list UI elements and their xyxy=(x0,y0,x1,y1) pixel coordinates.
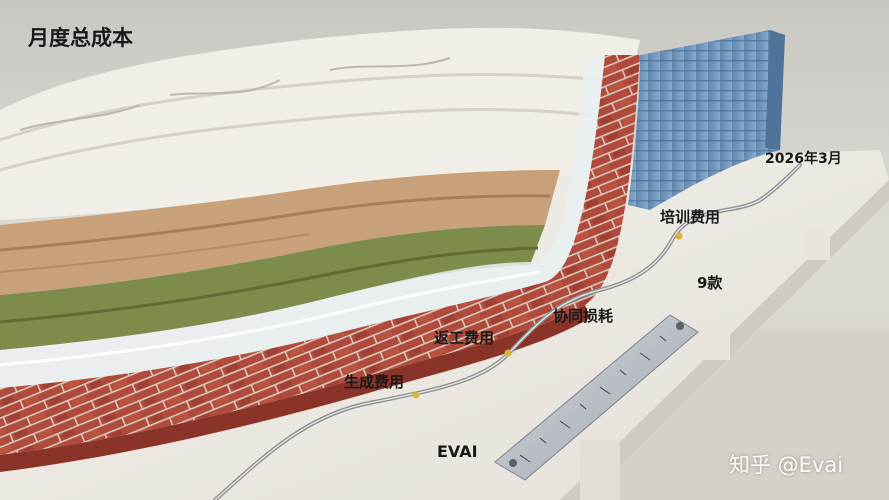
acrylic-layer xyxy=(0,55,605,388)
sand-stratum xyxy=(0,194,551,252)
label-training-cost: 培训费用 xyxy=(660,208,721,226)
brick-wall-shadow xyxy=(0,305,590,472)
label-rework-cost: 返工费用 xyxy=(434,329,495,347)
label-model-count: 9款 xyxy=(697,274,723,292)
paper-fold xyxy=(0,73,601,142)
board-support xyxy=(700,320,730,360)
sand-stratum xyxy=(0,233,311,273)
blue-block xyxy=(628,30,785,210)
label-brand: EVAI xyxy=(437,442,478,461)
acrylic-highlight xyxy=(0,270,541,367)
label-date: 2026年3月 xyxy=(765,151,842,167)
moss-stratum xyxy=(0,246,539,324)
wire-marker xyxy=(412,391,420,399)
label-collaboration-loss: 协同损耗 xyxy=(553,307,614,325)
paper-texture xyxy=(19,57,451,131)
board-support-back xyxy=(805,230,830,260)
blue-block-side xyxy=(765,30,785,150)
board-support-front xyxy=(580,440,620,500)
ruler-screw xyxy=(676,322,684,330)
wire-marker xyxy=(504,349,512,357)
paper-fold xyxy=(0,108,591,172)
wire-marker xyxy=(675,232,683,240)
metal-ruler xyxy=(494,314,699,481)
metal-wire-highlight xyxy=(214,164,801,500)
label-production-cost: 生成费用 xyxy=(344,373,405,391)
ruler-ticks xyxy=(519,335,667,463)
watermark: 知乎 @Evai xyxy=(729,453,844,477)
ruler-screw xyxy=(509,459,517,467)
image-title: 月度总成本 xyxy=(28,26,133,50)
brick-wall xyxy=(0,55,640,455)
moss-layer xyxy=(0,225,545,350)
